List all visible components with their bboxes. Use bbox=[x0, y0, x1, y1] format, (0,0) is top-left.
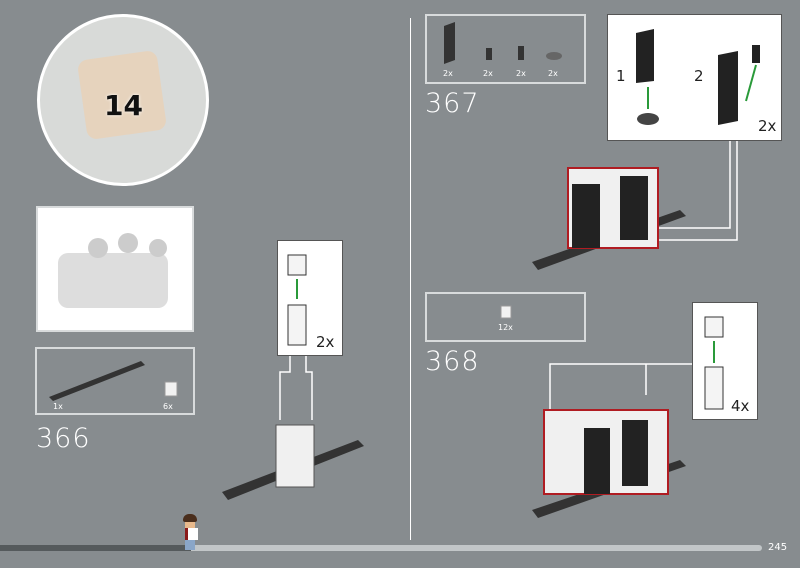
parts-list-367: 2x 2x 2x 2x bbox=[425, 14, 586, 84]
part-qty: 1x bbox=[53, 402, 63, 411]
step-number-368: 368 bbox=[425, 346, 480, 377]
minifigure-progress-icon bbox=[182, 514, 199, 554]
brick-part-icon bbox=[500, 305, 512, 319]
parts-list-366: 1x 6x bbox=[35, 347, 195, 415]
step-number-367: 367 bbox=[425, 88, 480, 119]
callout-qty: 2x bbox=[316, 333, 335, 351]
part-qty: 2x bbox=[516, 69, 526, 78]
progress-fill bbox=[0, 545, 191, 551]
parts-list-368: 12x bbox=[425, 292, 586, 342]
page-number: 245 bbox=[768, 542, 788, 553]
model-preview-image bbox=[58, 233, 168, 308]
parts-icons bbox=[444, 22, 562, 64]
plate-part-icon bbox=[49, 361, 145, 401]
callout-367: 1 2 2x bbox=[607, 14, 782, 141]
part-qty: 2x bbox=[443, 69, 453, 78]
callout-qty: 4x bbox=[731, 397, 750, 415]
brick-stack-icon bbox=[287, 254, 307, 346]
callout-qty: 2x bbox=[758, 117, 777, 135]
callout-368: 4x bbox=[692, 302, 758, 420]
part-qty: 12x bbox=[498, 323, 513, 332]
callout-366: 2x bbox=[277, 240, 343, 356]
column-divider bbox=[410, 18, 411, 540]
part-qty: 6x bbox=[163, 402, 173, 411]
substep-drawings bbox=[636, 29, 760, 125]
brick-stack-icon bbox=[704, 316, 724, 410]
part-qty: 2x bbox=[483, 69, 493, 78]
substep-number: 2 bbox=[694, 67, 704, 85]
bag-number-badge: 14 bbox=[37, 14, 209, 186]
part-qty: 2x bbox=[548, 69, 558, 78]
bag-number: 14 bbox=[104, 89, 143, 122]
substep-number: 1 bbox=[616, 67, 626, 85]
progress-track bbox=[0, 545, 762, 551]
step-number-366: 366 bbox=[36, 423, 91, 454]
model-preview bbox=[36, 206, 194, 332]
brick-part-icon bbox=[164, 381, 178, 397]
